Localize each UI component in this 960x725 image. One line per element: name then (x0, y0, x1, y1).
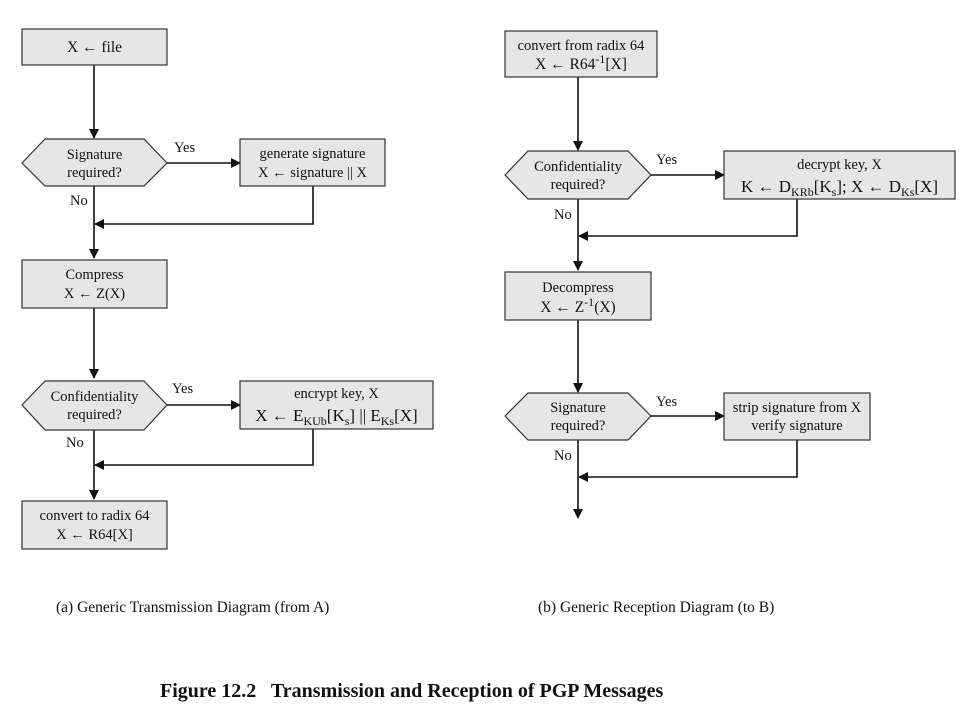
radix-box (21, 500, 168, 550)
decrypt-key-box (723, 150, 956, 200)
signature-decision-line1: Signature (67, 147, 123, 163)
encrypt-key-box (239, 380, 434, 430)
transmission-caption: (a) Generic Transmission Diagram (from A… (56, 599, 329, 616)
signature-decision-line1: Signature (550, 400, 606, 416)
transmission-diagram: X ← file Signature required? Yes No gene… (21, 28, 434, 616)
signature-decision (504, 392, 652, 441)
connector-strip-return (578, 440, 798, 482)
connector-gensig-return (94, 186, 314, 229)
confidentiality-decision-line1: Confidentiality (51, 389, 140, 405)
decrypt-key-line2: K ← DKRb[Ks]; X ← DKs[X] (741, 177, 938, 199)
radix-line2: X ← R64[X] (56, 527, 133, 543)
figure-title: Figure 12.2 Transmission and Reception o… (160, 680, 664, 702)
signature-decision-line2: required? (67, 165, 122, 181)
decrypt-key-line1: decrypt key, X (797, 157, 882, 173)
compress-box (21, 259, 168, 309)
compress-line1: Compress (66, 267, 124, 283)
connector-decrypt-return (578, 199, 798, 241)
signature-decision-line2: required? (551, 418, 606, 434)
connector-encrypt-return (94, 429, 314, 470)
confidentiality-decision (504, 150, 652, 200)
generate-signature-line2: X ← signature || X (258, 165, 367, 181)
compress-line2: X ← Z(X) (64, 286, 125, 302)
confidentiality-decision-line1: Confidentiality (534, 159, 623, 175)
confidentiality-decision-line2: required? (551, 177, 606, 193)
signature-decision (21, 138, 168, 187)
no-label: No (554, 448, 572, 464)
start-box (21, 28, 168, 66)
start-label: X ← file (67, 39, 122, 56)
strip-signature-box (723, 392, 871, 441)
decompress-line2: X ← Z-1(X) (540, 295, 615, 316)
yes-label: Yes (172, 381, 193, 397)
generate-signature-box (239, 138, 386, 187)
yes-label: Yes (656, 152, 677, 168)
encrypt-key-line1: encrypt key, X (294, 386, 379, 402)
no-label: No (66, 435, 84, 451)
radix-line1: convert to radix 64 (40, 508, 151, 524)
generate-signature-line1: generate signature (260, 146, 366, 162)
yes-label: Yes (656, 394, 677, 410)
decompress-line1: Decompress (542, 280, 614, 296)
decompress-box (504, 271, 652, 321)
encrypt-key-line2: X ← EKUb[Ks] || EKs[X] (255, 406, 417, 428)
reception-caption: (b) Generic Reception Diagram (to B) (538, 599, 774, 616)
no-label: No (554, 207, 572, 223)
confidentiality-decision-line2: required? (67, 407, 122, 423)
strip-signature-line2: verify signature (751, 418, 842, 434)
reception-diagram: convert from radix 64 X ← R64-1[X] Confi… (504, 30, 956, 616)
radix-decode-line2: X ← R64-1[X] (535, 52, 627, 73)
radix-decode-line1: convert from radix 64 (518, 38, 646, 54)
radix-decode-box (504, 30, 658, 78)
yes-label: Yes (174, 140, 195, 156)
confidentiality-decision (21, 380, 168, 431)
strip-signature-line1: strip signature from X (733, 400, 862, 416)
no-label: No (70, 193, 88, 209)
